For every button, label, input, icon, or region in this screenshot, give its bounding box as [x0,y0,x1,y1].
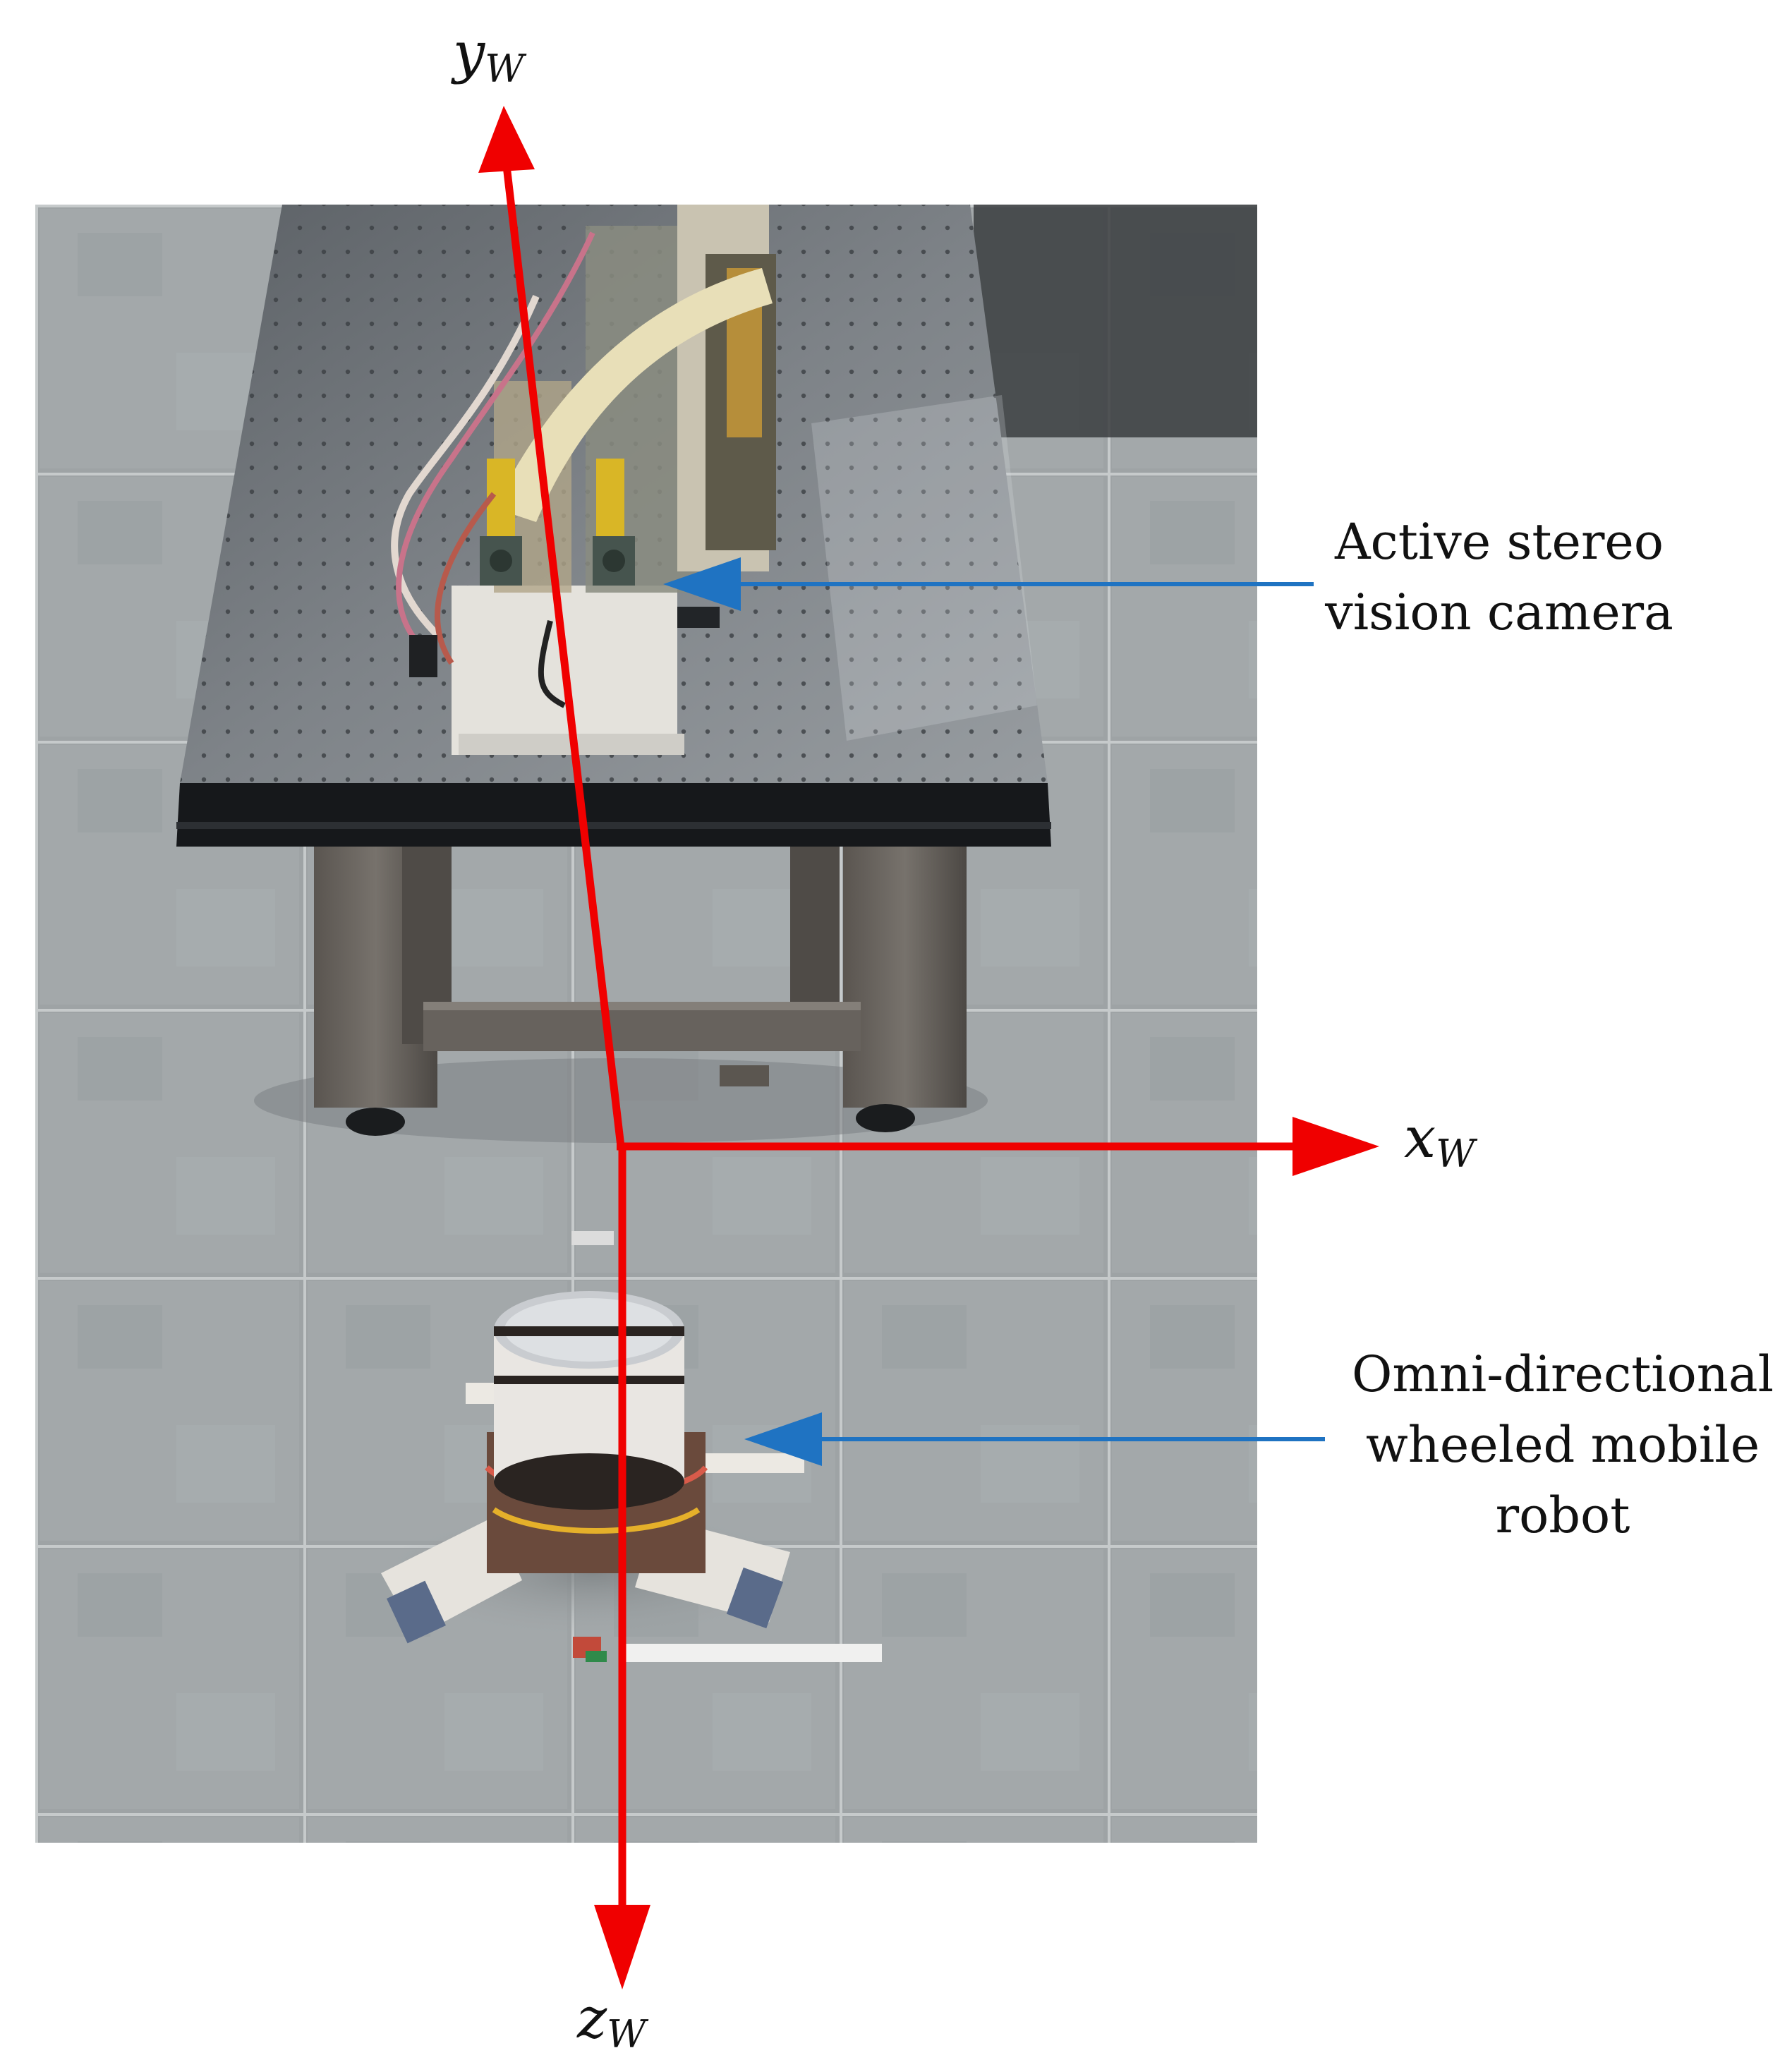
table-top-edge [176,783,1051,847]
z-axis-label-sub: W [607,2012,649,2056]
robot-label-line3: robot [1496,1486,1630,1544]
camera-pointer [663,557,1314,611]
floor-marker-tape-lower [621,1644,882,1662]
z-axis-arrowhead [594,1905,650,1989]
camera-annotation: Active stereo vision camera [1324,513,1673,641]
robot-label-line2: wheeled mobile [1366,1416,1760,1474]
table-foot-left [346,1108,405,1136]
z-axis-label-base: z [576,1985,607,2051]
robot-label-line1: Omni-directional [1352,1345,1774,1403]
x-axis-arrowhead [1292,1117,1379,1176]
dark-background-top-right [974,205,1257,437]
mobile-robot [381,1231,882,1662]
y-axis-line [502,165,625,1147]
y-axis-arrowhead [478,106,535,173]
camera-pointer-arrowhead [663,557,741,611]
robot-annotation: Omni-directional wheeled mobile robot [1352,1345,1774,1544]
robot-pointer-arrowhead [744,1412,822,1466]
robot-pointer [744,1412,1325,1466]
lab-photograph [35,205,1257,1843]
table-foot-right [856,1104,915,1132]
y-axis-label-sub: W [485,47,527,91]
world-coordinate-axes [478,106,1379,1989]
z-axis-label: zW [576,1985,649,2056]
x-axis-label: xW [1404,1105,1478,1176]
camera-label-line2: vision camera [1324,583,1673,641]
y-axis-label: yW [451,20,527,91]
camera-label-line1: Active stereo [1334,513,1664,571]
x-axis-label-sub: W [1436,1132,1478,1176]
y-axis-label-base: y [451,20,486,85]
x-axis-label-base: x [1404,1105,1436,1170]
table-leg-front-right [843,832,967,1108]
